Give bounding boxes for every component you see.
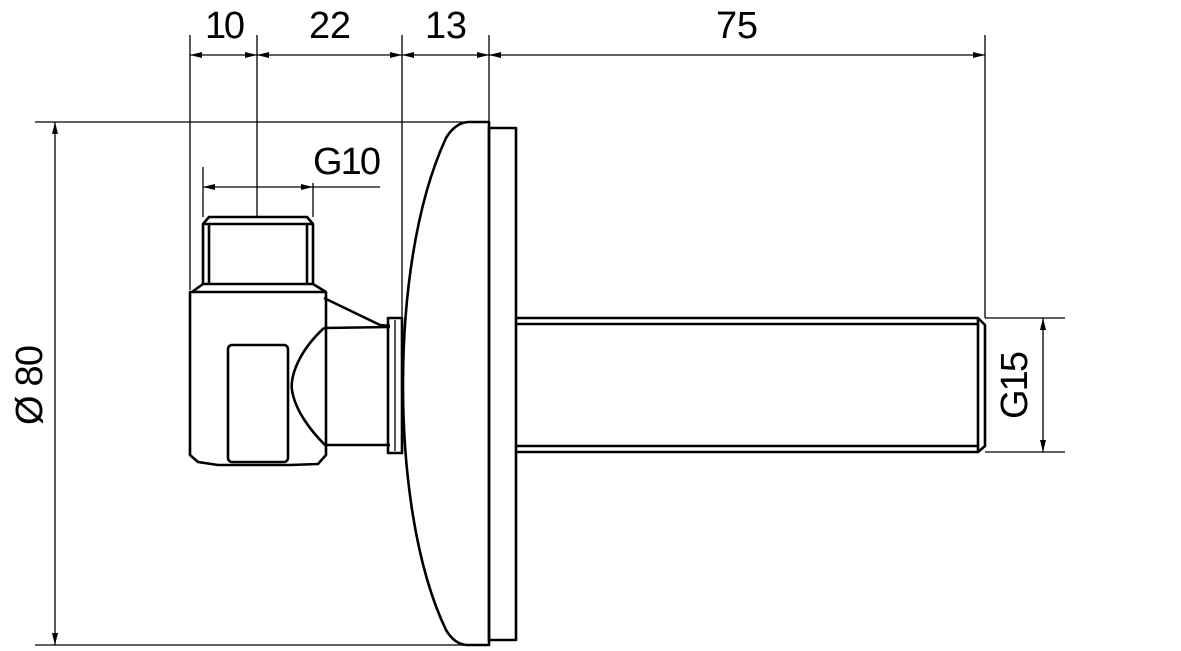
g10-dimension: G10 — [202, 141, 381, 217]
g10-label: G10 — [313, 141, 381, 183]
diameter-dimension: Ø 80 — [9, 121, 475, 646]
g15-dimension: G15 — [985, 317, 1065, 453]
g15-label: G15 — [994, 351, 1036, 419]
diameter-label: Ø 80 — [9, 345, 51, 425]
outlet-pipe — [516, 316, 987, 454]
dim-22-label: 22 — [309, 5, 351, 47]
cover-plate — [401, 120, 518, 647]
inlet-fitting — [188, 215, 404, 467]
dim-13-label: 13 — [425, 5, 467, 47]
dim-10-label: 10 — [205, 5, 245, 47]
dim-75-label: 75 — [716, 5, 758, 47]
top-dimension-chain: 10 22 13 75 — [189, 5, 986, 318]
